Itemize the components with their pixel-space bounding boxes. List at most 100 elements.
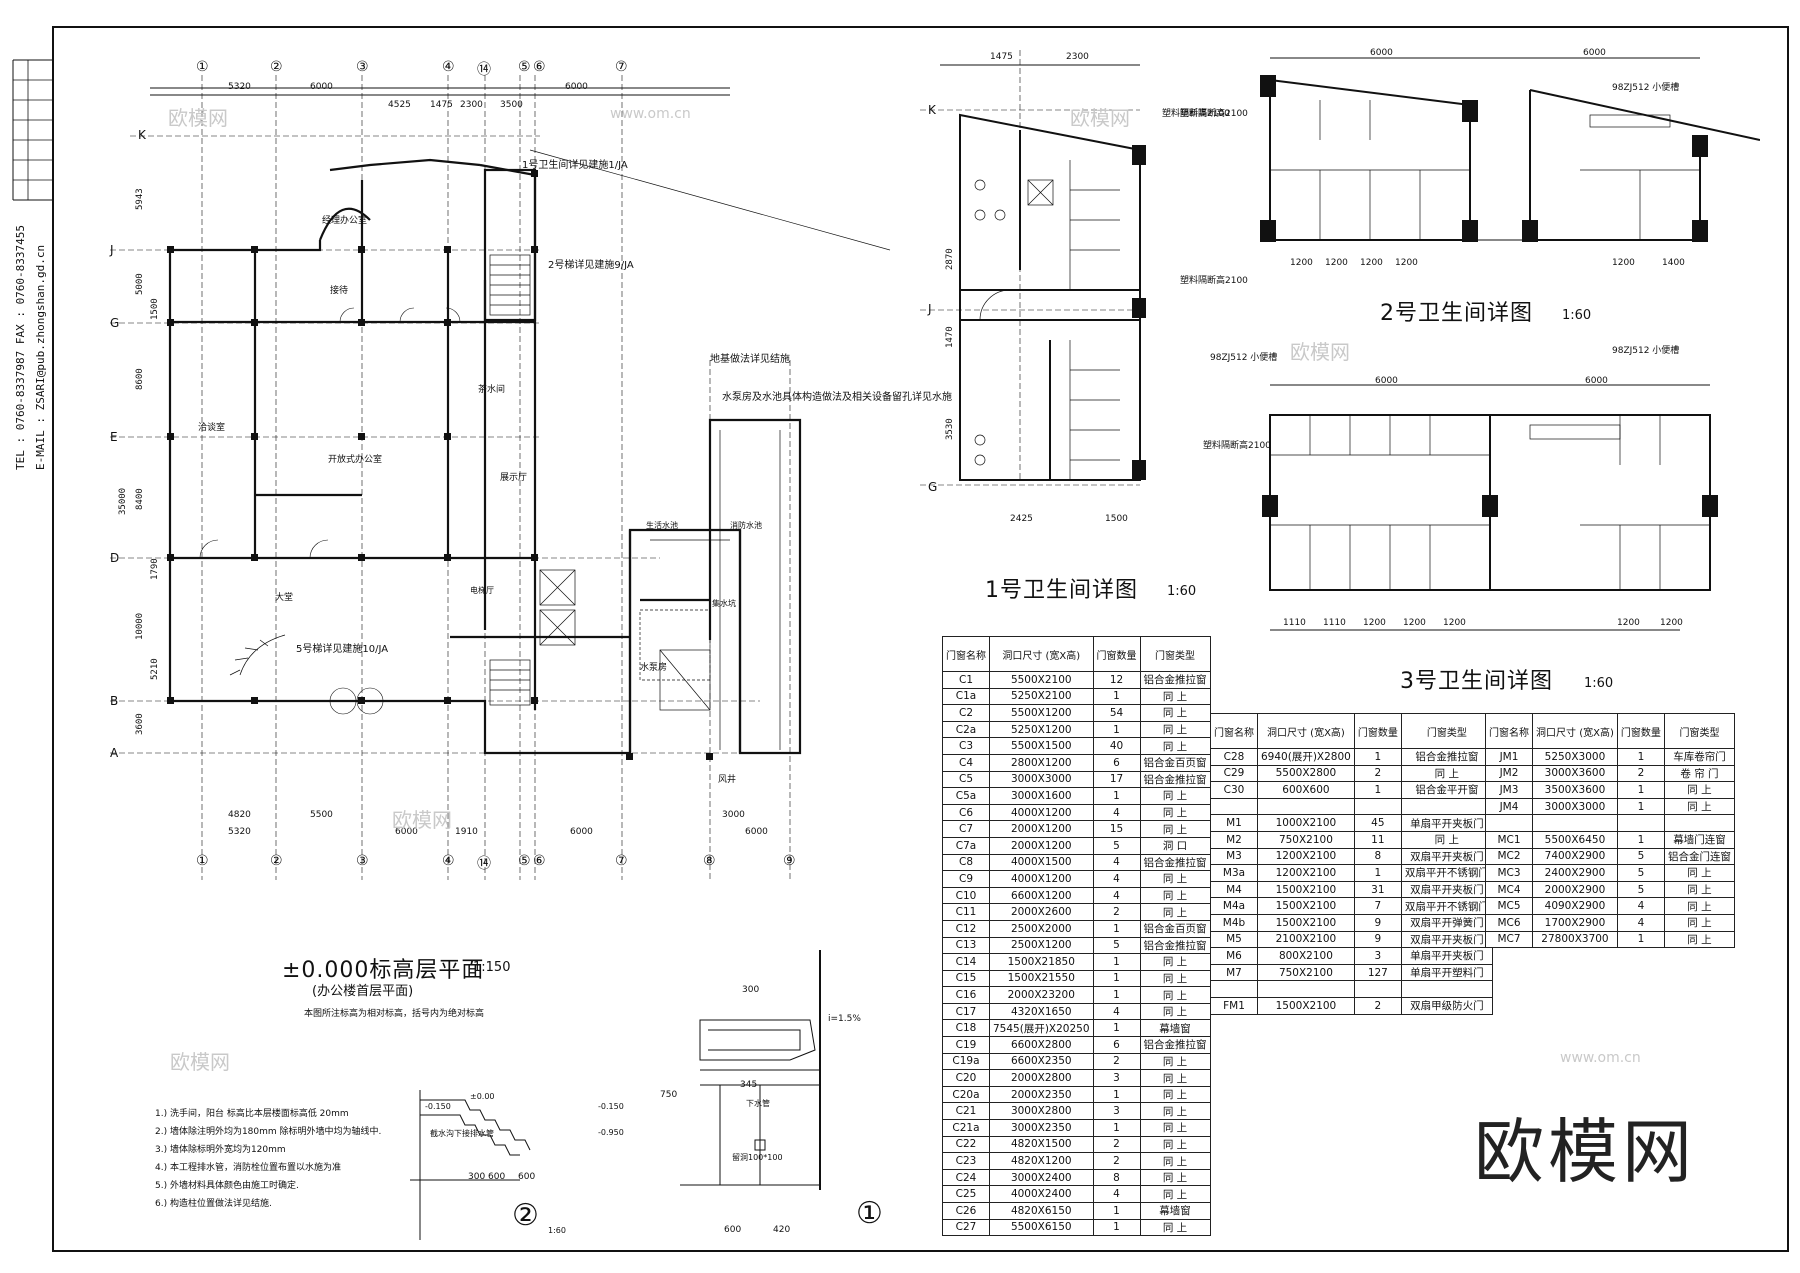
schedule-cell: 3000X3000 — [1532, 797, 1618, 816]
schedule-cell: 5 — [1616, 880, 1665, 899]
schedule-cell: MC3 — [1484, 864, 1534, 882]
schedule-cell: M5 — [1210, 930, 1258, 949]
schedule-cell: 7400X2900 — [1532, 847, 1618, 866]
plan-grid-row-d: D — [110, 551, 120, 565]
schedule-cell: 5500X1200 — [989, 704, 1094, 722]
schedule-cell: JM4 — [1484, 797, 1534, 816]
section-2-level-4: -0.950 — [598, 1128, 624, 1137]
schedule-cell: 5 — [1092, 936, 1141, 955]
plan-grid-bottom-7: ⑦ — [615, 853, 628, 869]
schedule-cell: 3 — [1353, 947, 1402, 965]
schedule-cell: 4000X1500 — [989, 853, 1094, 872]
schedule-cell: 8 — [1092, 1168, 1141, 1187]
schedule-cell: 4 — [1616, 913, 1665, 932]
section-1-drain: 留洞100*100 — [732, 1153, 783, 1162]
schedule-cell: 同 上 — [1663, 880, 1736, 899]
room-showroom: 展示厅 — [500, 473, 528, 483]
schedule-1-col-size: 洞口尺寸 (宽X高) — [989, 636, 1094, 672]
plan-grid-bottom-8: ⑧ — [703, 853, 716, 869]
schedule-cell: C30 — [1210, 781, 1258, 799]
plan-dim-left-5: 8400 — [135, 488, 145, 510]
schedule-cell: 7545(展开)X20250 — [989, 1019, 1094, 1038]
schedule-cell: C9 — [942, 870, 990, 888]
schedule-cell: 卷 帘 门 — [1663, 764, 1736, 783]
schedule-cell: 同 上 — [1139, 1069, 1211, 1087]
schedule-2-col-qty: 门窗数量 — [1353, 713, 1402, 749]
toilet-1-dim-1: 1475 — [990, 52, 1013, 62]
schedule-cell: C10 — [942, 886, 990, 905]
schedule-cell: 铝合金推拉窗 — [1139, 853, 1211, 872]
schedule-cell: MC2 — [1484, 847, 1534, 866]
schedule-cell: 同 上 — [1139, 1218, 1211, 1237]
schedule-cell: 6600X2350 — [989, 1052, 1094, 1071]
schedule-cell: 单扇平开夹板门 — [1400, 947, 1493, 965]
toilet-3-urinal-label: 98ZJ512 小便槽 — [1612, 346, 1680, 356]
plan-note-4: 4.) 本工程排水管，消防栓位置布置以水施为准 — [155, 1163, 341, 1173]
plan-dim-top-7: 6000 — [565, 82, 588, 92]
toilet-3-bottom-1: 1110 — [1283, 618, 1306, 628]
schedule-cell: 1 — [1092, 1202, 1141, 1220]
plan-subtitle: (办公楼首层平面) — [312, 984, 414, 999]
schedule-3-col-size: 洞口尺寸 (宽X高) — [1532, 713, 1618, 749]
schedule-cell: 3000X1600 — [989, 787, 1094, 805]
schedule-cell: M6 — [1210, 947, 1258, 965]
schedule-cell: 同 上 — [1139, 820, 1211, 838]
watermark-small-7: www.om.cn — [1560, 1050, 1641, 1066]
schedule-cell: 5500X6450 — [1532, 830, 1618, 849]
section-1-pipe: 下水管 — [746, 1099, 770, 1108]
schedule-cell: 同 上 — [1139, 1119, 1211, 1137]
schedule-cell: 1 — [1616, 797, 1665, 816]
room-lobby: 大堂 — [275, 593, 294, 603]
plan-grid-bottom-4: ④ — [442, 853, 455, 869]
plan-grid-col-7: ⑦ — [615, 59, 628, 75]
schedule-cell: C16 — [942, 986, 990, 1004]
schedule-cell: M1 — [1210, 814, 1258, 832]
schedule-cell: C7a — [942, 836, 990, 855]
schedule-cell: C11 — [942, 903, 990, 921]
toilet-2-bottom-1: 1200 — [1290, 258, 1313, 268]
schedule-cell — [1400, 797, 1493, 816]
schedule-cell: 4 — [1092, 853, 1141, 872]
schedule-cell: C17 — [942, 1002, 990, 1021]
schedule-cell: 同 上 — [1139, 969, 1211, 988]
contact-email: E-MAIL : ZSARI@pub.zhongshan.gd.cn — [34, 244, 47, 470]
schedule-cell: 2 — [1353, 996, 1402, 1015]
schedule-cell: M4a — [1210, 897, 1258, 915]
contact-phone: TEL : 0760-8337987 FAX : 0760-8337455 — [14, 224, 27, 470]
section-2-level-2: -0.150 — [425, 1102, 451, 1111]
schedule-cell: 3000X3600 — [1532, 764, 1618, 783]
schedule-cell: C4 — [942, 753, 990, 772]
schedule-cell — [1484, 814, 1534, 832]
plan-dim-bottom-2: 5320 — [228, 827, 251, 837]
section-2-dim-1: 300 — [468, 1172, 486, 1182]
schedule-cell: 6 — [1092, 753, 1141, 772]
schedule-cell: 4000X2400 — [989, 1185, 1094, 1203]
schedule-cell: C14 — [942, 953, 990, 971]
schedule-cell: 2800X1200 — [989, 753, 1094, 772]
schedule-cell: 铝合金平开窗 — [1400, 781, 1493, 799]
plan-grid-row-e: E — [110, 430, 118, 444]
floor-plan — [110, 75, 891, 880]
schedule-cell: 54 — [1092, 704, 1141, 722]
toilet-3-bottom-7: 1200 — [1660, 618, 1683, 628]
plan-dim-top-1: 5320 — [228, 82, 251, 92]
toilet-1-height-2: 1470 — [945, 326, 955, 348]
room-tea: 茶水间 — [478, 385, 506, 395]
annotation-toilet-1: 1号卫生间详见建施1/JA — [522, 160, 628, 171]
watermark-small-3: 欧模网 — [1070, 106, 1130, 130]
